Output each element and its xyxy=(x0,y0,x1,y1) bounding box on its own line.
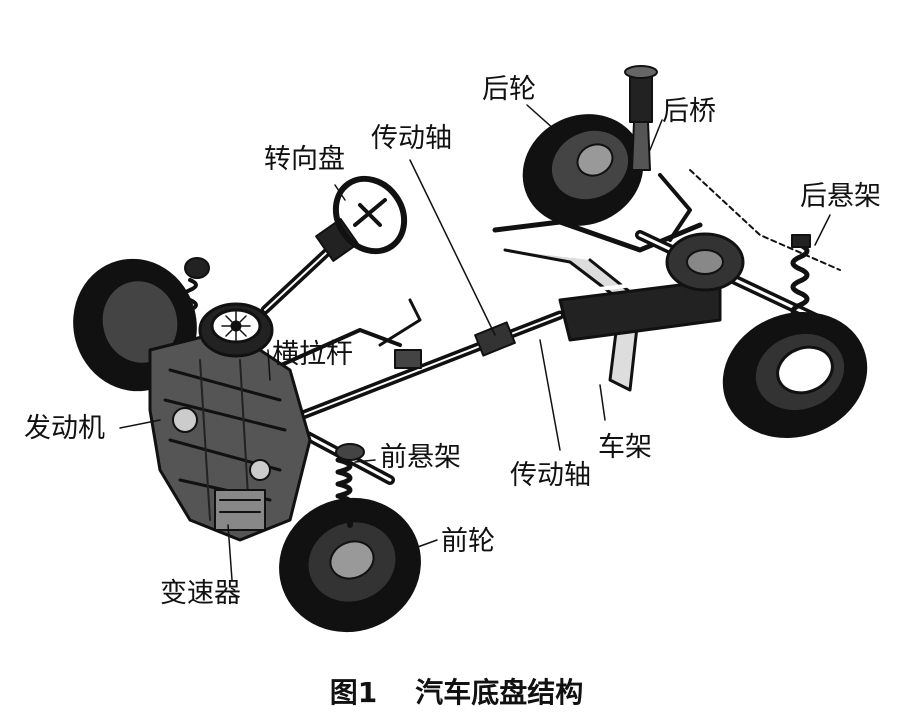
figure-title: 汽车底盘结构 xyxy=(415,676,584,709)
label-front-wheel: 前轮 xyxy=(441,526,495,557)
rear-axle xyxy=(635,169,841,325)
rear-shock-top xyxy=(624,65,658,171)
label-gearbox: 变速器 xyxy=(160,578,241,609)
rear-coil-spring xyxy=(790,234,811,320)
label-tie-rod: 横拉杆 xyxy=(272,339,353,370)
rear-wheel-top xyxy=(522,114,644,226)
label-drive-shaft-top: 传动轴 xyxy=(371,123,452,154)
label-rear-wheel: 后轮 xyxy=(482,74,536,105)
leader-lines xyxy=(119,104,831,581)
label-rear-axle: 后桥 xyxy=(662,96,716,127)
label-drive-shaft-bottom: 传动轴 xyxy=(510,460,591,491)
rear-frame xyxy=(492,219,722,392)
air-cleaner xyxy=(198,302,274,358)
engine-block xyxy=(148,328,312,542)
figure-caption: 图1 汽车底盘结构 xyxy=(0,671,913,711)
label-front-suspension: 前悬架 xyxy=(380,442,461,473)
front-left-shock xyxy=(182,257,210,312)
drive-shaft xyxy=(285,310,565,425)
front-right-wheel xyxy=(279,497,421,633)
steering-assembly xyxy=(260,175,408,315)
figure-number: 图1 xyxy=(329,676,378,709)
label-rear-suspension: 后悬架 xyxy=(800,181,881,212)
front-right-coil-spring xyxy=(335,443,365,528)
label-steering-wheel: 转向盘 xyxy=(264,144,345,175)
label-engine: 发动机 xyxy=(24,413,105,444)
rear-wheel-bottom xyxy=(722,311,868,439)
label-frame: 车架 xyxy=(598,432,652,463)
